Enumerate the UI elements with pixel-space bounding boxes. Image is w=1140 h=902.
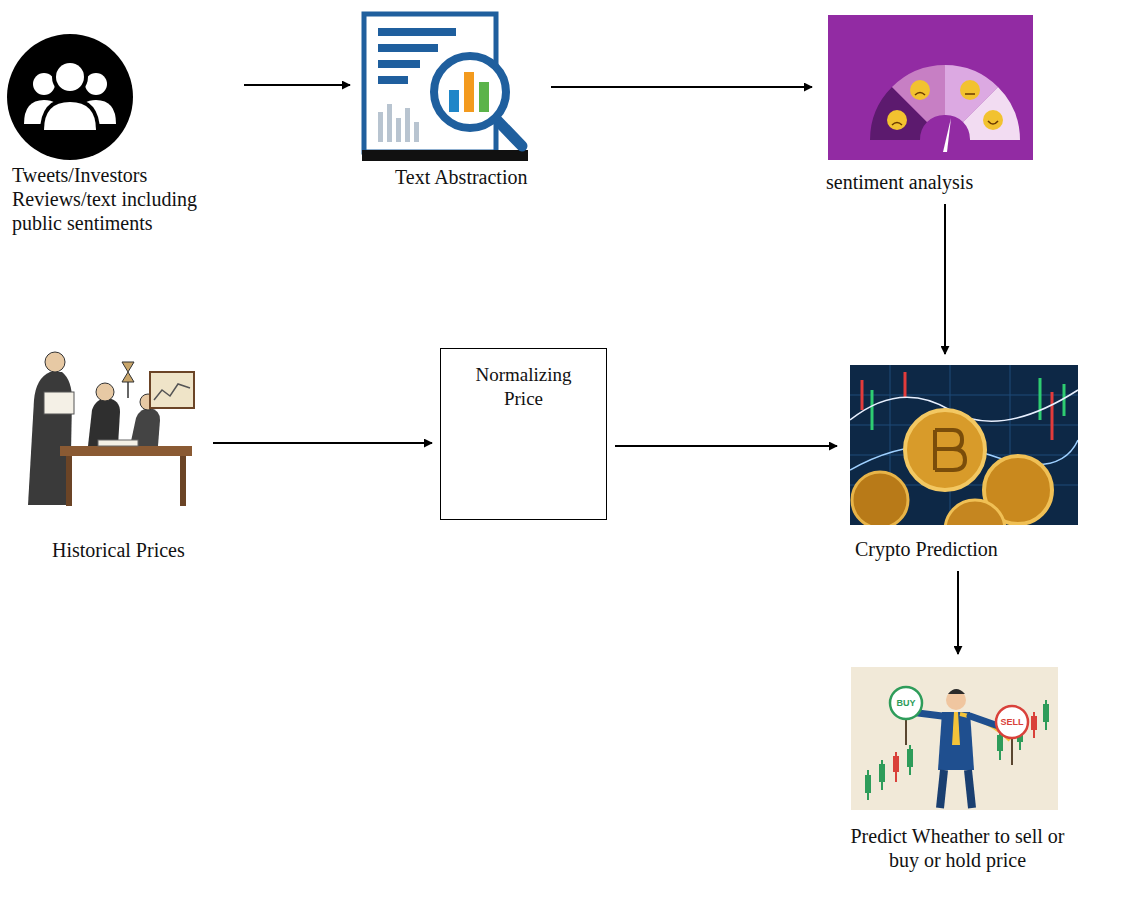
buy-sell-image — [851, 667, 1058, 810]
node-caption: Historical Prices — [52, 538, 201, 562]
node-caption: Normalizing Price — [469, 363, 578, 411]
flow-arrow — [213, 442, 432, 444]
node-caption: Tweets/Investors Reviews/text including … — [12, 163, 232, 235]
flow-arrow — [944, 204, 946, 354]
sign-label: SELL — [1000, 717, 1023, 727]
source-node: Tweets/Investors Reviews/text including … — [8, 30, 236, 237]
process-box: Normalizing Price — [440, 348, 607, 520]
process-node: sentiment analysis — [820, 12, 1040, 196]
people-icon — [7, 34, 133, 160]
node-caption: Crypto Prediction — [855, 537, 1081, 561]
process-node: Crypto Prediction — [845, 362, 1085, 563]
node-caption: sentiment analysis — [826, 170, 1036, 194]
document-analysis-icon — [362, 14, 528, 161]
sign-label: BUY — [896, 698, 915, 708]
flow-arrow — [957, 571, 959, 654]
node-caption: Predict Wheather to sell or buy or hold … — [849, 824, 1066, 872]
historical-illustration — [28, 352, 194, 506]
flow-arrow — [551, 86, 812, 88]
source-node: Historical Prices — [15, 350, 205, 564]
flow-arrow — [244, 84, 350, 86]
crypto-image — [850, 365, 1078, 525]
node-caption: Text Abstraction — [395, 165, 539, 189]
output-node: Predict Wheather to sell or buy or hold … — [845, 662, 1070, 874]
flow-arrow — [615, 445, 837, 447]
process-node: Text Abstraction — [358, 10, 543, 191]
sentiment-gauge — [828, 15, 1033, 160]
